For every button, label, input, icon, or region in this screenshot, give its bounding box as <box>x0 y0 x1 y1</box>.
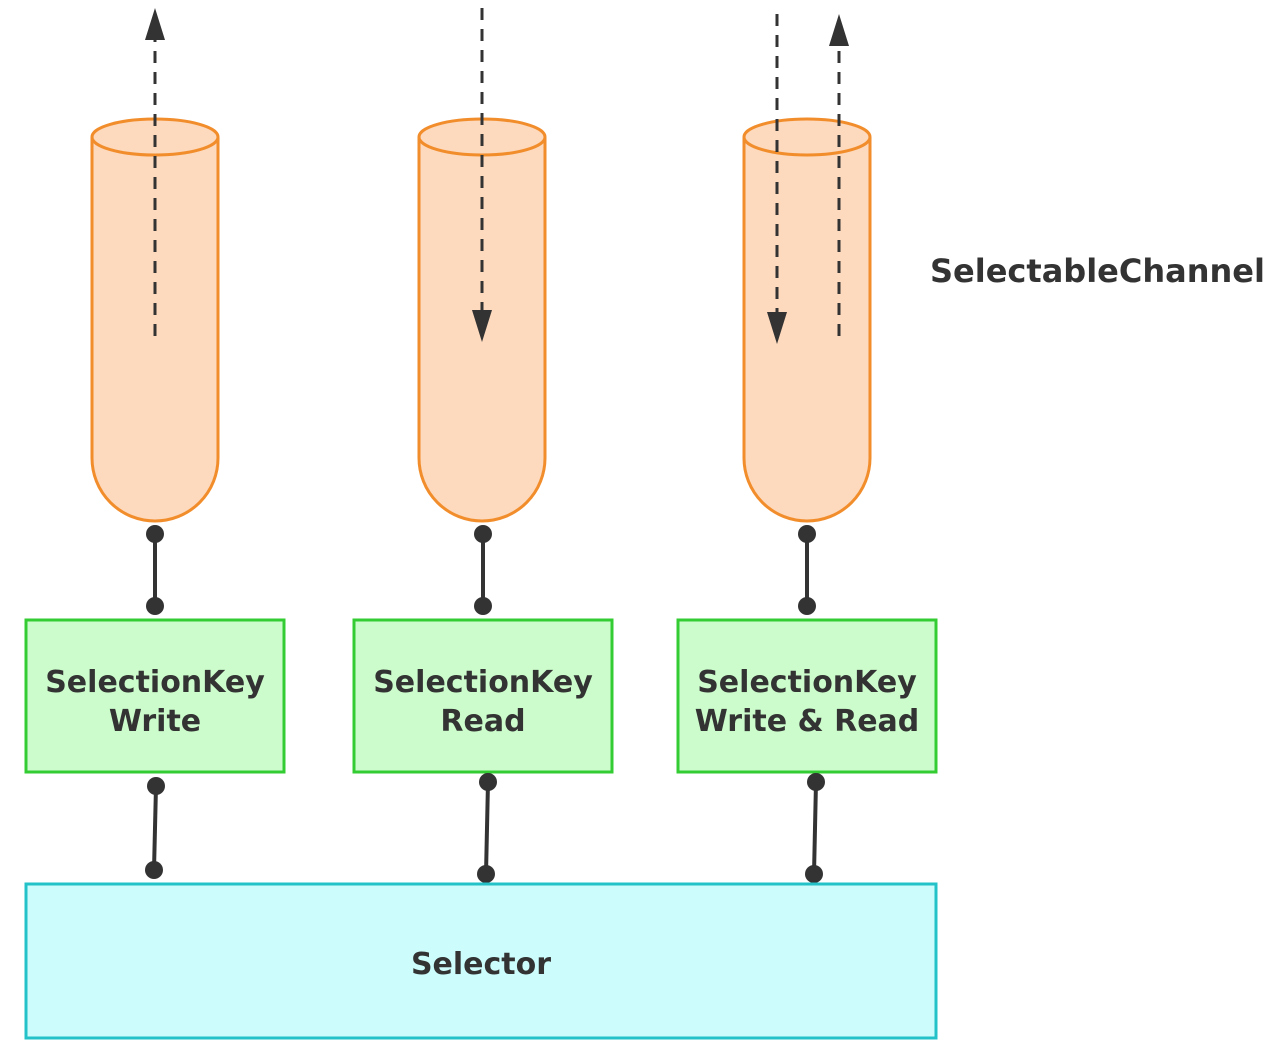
selection-key-write: SelectionKey Write <box>24 618 286 774</box>
selection-key-title: SelectionKey <box>45 665 265 700</box>
key-selector-connector-write-read <box>805 773 825 883</box>
selection-key-title: SelectionKey <box>697 665 917 700</box>
write-read-flow-arrow-up <box>829 14 849 336</box>
selection-key-read: SelectionKey Read <box>352 618 614 774</box>
selection-key-write-read: SelectionKey Write & Read <box>676 618 938 774</box>
arrow-down-icon <box>767 312 787 344</box>
arrow-up-icon <box>829 14 849 46</box>
selector-label: Selector <box>411 947 551 982</box>
selection-key-mode: Read <box>440 704 525 739</box>
selector-box: Selector <box>24 882 938 1040</box>
selection-key-mode: Write <box>109 704 201 739</box>
channel-key-connector-write-read <box>798 525 816 615</box>
key-selector-connector-read <box>477 773 497 883</box>
key-selector-connector-write <box>145 777 165 879</box>
selectable-channel-label: SelectableChannel <box>930 252 1265 290</box>
channel-cylinder-write-read <box>742 117 872 523</box>
selection-key-title: SelectionKey <box>373 665 593 700</box>
write-flow-arrow-up <box>145 8 165 336</box>
arrow-down-icon <box>472 310 492 342</box>
channel-key-connector-write <box>146 525 164 615</box>
read-flow-arrow-down <box>472 8 492 342</box>
arrow-up-icon <box>145 8 165 40</box>
channel-key-connector-read <box>474 525 492 615</box>
write-read-flow-arrow-down <box>767 14 787 344</box>
selection-key-mode: Write & Read <box>695 704 920 739</box>
